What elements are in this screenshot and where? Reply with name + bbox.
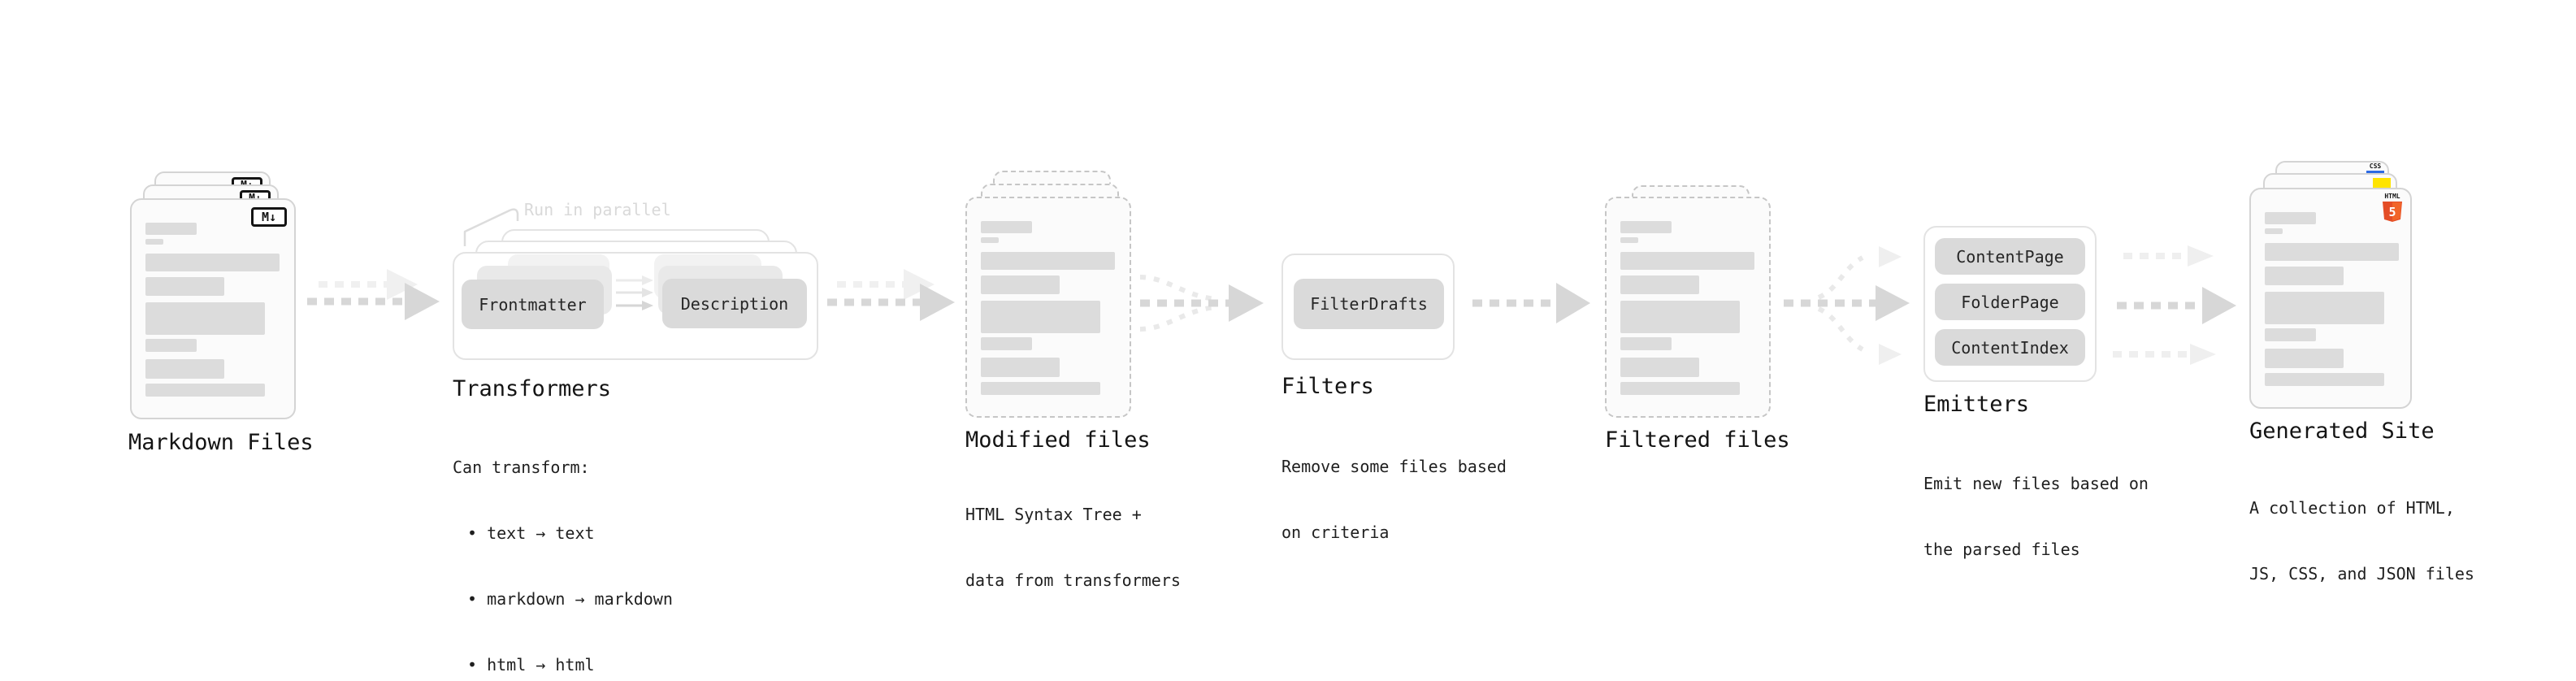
skeleton-text-bar [145, 277, 224, 296]
arrow-filters-to-filtered [1472, 283, 1590, 323]
file-skeleton-text [967, 198, 1130, 395]
skeleton-text-bar [2265, 292, 2384, 324]
skeleton-text-bar [1620, 252, 1754, 270]
js-badge-icon [2373, 178, 2391, 188]
html5-shield-highlight [2392, 202, 2401, 221]
skeleton-text-bar [1620, 337, 1672, 350]
arrow-filtered-to-emitters-split [1784, 246, 1910, 365]
skeleton-text-bar [981, 358, 1060, 377]
skeleton-text-bar [981, 382, 1100, 395]
css-badge-icon: CSS [2366, 163, 2384, 173]
folderpage-box: FolderPage [1935, 284, 2085, 320]
skeleton-text-bar [1620, 382, 1740, 395]
skeleton-text-bar [145, 223, 197, 235]
skeleton-text-bar [981, 275, 1060, 294]
label-markdown-files: Markdown Files [128, 430, 314, 455]
skeleton-text-bar [2265, 373, 2384, 386]
skeleton-text-bar [145, 254, 280, 271]
contentindex-box: ContentIndex [1935, 329, 2085, 366]
skeleton-text-bar [1620, 275, 1699, 294]
modified-file-card-front [965, 197, 1131, 418]
run-in-parallel-leader-line [463, 208, 519, 246]
filterdrafts-box: FilterDrafts [1294, 279, 1444, 329]
skeleton-text-bar [145, 239, 163, 245]
transformers-bullet: • html → html [467, 655, 595, 674]
arrow-transformers-to-modified [827, 269, 955, 321]
desc-line: Remove some files based [1281, 457, 1507, 476]
skeleton-text-bar [981, 237, 999, 243]
transformers-desc-title: Can transform: [453, 458, 590, 477]
run-in-parallel-annotation: Run in parallel [524, 200, 671, 219]
frontmatter-box: Frontmatter [462, 280, 604, 329]
skeleton-text-bar [145, 302, 265, 335]
skeleton-text-bar [1620, 301, 1740, 333]
filters-description: Remove some files based on criteria [1281, 412, 1507, 588]
file-skeleton-text [132, 200, 294, 397]
html5-badge-icon: HTML 5 [2383, 193, 2402, 222]
skeleton-text-bar [2265, 228, 2283, 234]
desc-line: on criteria [1281, 523, 1390, 542]
desc-line: Emit new files based on [1923, 474, 2149, 493]
modified-files-description: HTML Syntax Tree + data from transformer… [965, 460, 1181, 635]
skeleton-text-bar [981, 221, 1032, 233]
label-emitters: Emitters [1923, 392, 2030, 417]
generated-site-description: A collection of HTML, JS, CSS, and JSON … [2249, 453, 2474, 629]
transformers-bullet: • markdown → markdown [467, 589, 673, 609]
skeleton-text-bar [2265, 349, 2344, 368]
arrow-modified-to-filters-merge [1139, 275, 1264, 332]
skeleton-text-bar [981, 252, 1115, 270]
transformers-description: Can transform: • text → text • markdown … [453, 413, 673, 681]
emitters-description: Emit new files based on the parsed files [1923, 429, 2149, 605]
label-modified-files: Modified files [965, 427, 1151, 453]
skeleton-text-bar [1620, 237, 1638, 243]
skeleton-text-bar [145, 384, 265, 397]
file-skeleton-text [1607, 198, 1769, 395]
markdown-file-card-front: M↓ [130, 198, 296, 419]
label-filtered-files: Filtered files [1605, 427, 1790, 453]
skeleton-text-bar [1620, 358, 1699, 377]
skeleton-text-bar [1620, 221, 1672, 233]
css-badge-underline [2366, 171, 2384, 173]
desc-line: A collection of HTML, [2249, 498, 2455, 518]
filtered-file-card-front [1605, 197, 1771, 418]
desc-line: JS, CSS, and JSON files [2249, 564, 2474, 583]
markdown-logo-icon: M↓ [251, 207, 287, 227]
html5-badge-label: HTML [2384, 193, 2400, 200]
label-filters: Filters [1281, 374, 1374, 399]
skeleton-text-bar [981, 337, 1032, 350]
html5-badge-number: 5 [2388, 205, 2396, 219]
label-generated-site: Generated Site [2249, 419, 2435, 444]
emitters-container: ContentPage FolderPage ContentIndex [1923, 226, 2097, 382]
desc-line: the parsed files [1923, 540, 2080, 559]
skeleton-text-bar [2265, 243, 2399, 261]
desc-line: HTML Syntax Tree + [965, 505, 1142, 524]
desc-line: data from transformers [965, 570, 1181, 590]
arrows-emitters-to-generated [2113, 245, 2236, 365]
arrow-markdown-to-transformers [307, 269, 440, 320]
skeleton-text-bar [145, 359, 224, 379]
skeleton-text-bar [145, 339, 197, 352]
skeleton-text-bar [2265, 328, 2316, 341]
css-badge-text: CSS [2369, 163, 2382, 170]
skeleton-text-bar [981, 301, 1100, 333]
skeleton-text-bar [2265, 212, 2316, 224]
skeleton-text-bar [2265, 267, 2344, 285]
file-skeleton-text [2251, 189, 2410, 386]
contentpage-box: ContentPage [1935, 238, 2085, 275]
label-transformers: Transformers [453, 376, 612, 401]
generated-file-card-front [2249, 188, 2412, 409]
transformers-bullet: • text → text [467, 523, 595, 543]
description-box: Description [662, 279, 807, 328]
